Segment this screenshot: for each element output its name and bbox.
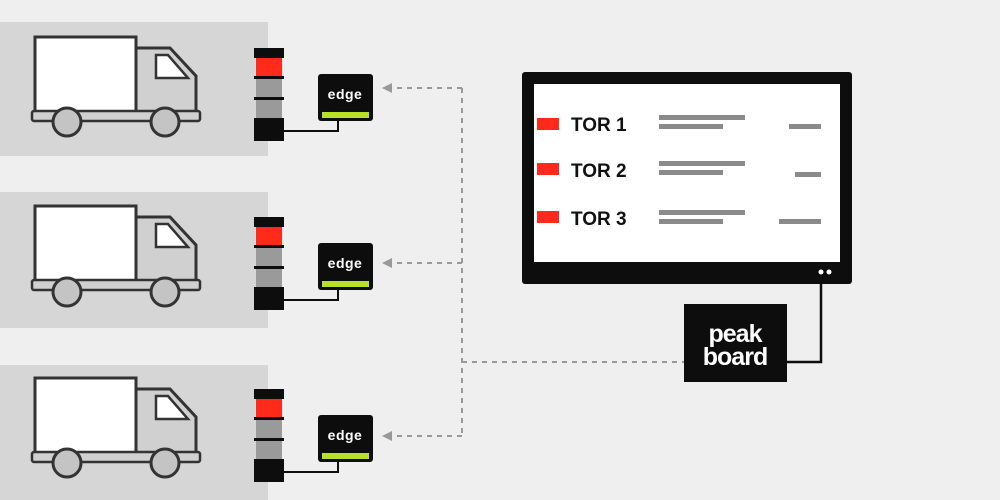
peakboard-logo-line1: peak bbox=[709, 320, 763, 348]
signal-tower-icon bbox=[254, 389, 339, 482]
dock-label: TOR 3 bbox=[571, 209, 627, 230]
dock-row-3: TOR 3 bbox=[537, 209, 821, 230]
bay-1: edge bbox=[0, 22, 373, 156]
placeholder-bar bbox=[789, 124, 821, 129]
monitor-cable bbox=[787, 284, 823, 364]
truck-icon bbox=[30, 376, 202, 479]
peakboard-logo-line2: board bbox=[703, 343, 767, 371]
arrowhead-icon bbox=[382, 258, 392, 268]
placeholder-bar bbox=[795, 172, 821, 177]
arrowhead-icon bbox=[382, 431, 392, 441]
placeholder-bar bbox=[659, 210, 745, 215]
dock-label: TOR 2 bbox=[571, 161, 627, 182]
placeholder-bar bbox=[659, 161, 745, 166]
peakboard-box-icon: peak board bbox=[684, 304, 787, 382]
status-indicator bbox=[537, 163, 559, 175]
truck-icon bbox=[30, 35, 202, 138]
status-indicator bbox=[537, 118, 559, 130]
monitor-icon: TOR 1 TOR 2 TOR 3 bbox=[522, 72, 852, 284]
placeholder-bar bbox=[659, 124, 723, 129]
placeholder-bar bbox=[659, 115, 745, 120]
dock-row-2: TOR 2 bbox=[537, 161, 821, 182]
edge-device-label: edge bbox=[328, 86, 363, 102]
dock-row-1: TOR 1 bbox=[537, 115, 821, 136]
arrowhead-icon bbox=[382, 83, 392, 93]
bay-2: edge bbox=[0, 192, 373, 328]
connector-arrowheads bbox=[382, 83, 392, 441]
network-connectors bbox=[392, 87, 684, 437]
signal-tower-icon bbox=[254, 48, 339, 141]
placeholder-bar bbox=[659, 219, 723, 224]
edge-device-label: edge bbox=[328, 255, 363, 271]
peakboard-box bbox=[684, 304, 787, 382]
truck-icon bbox=[30, 204, 202, 308]
status-indicator bbox=[537, 211, 559, 223]
bay-3: edge bbox=[0, 365, 373, 500]
edge-device-icon: edge bbox=[318, 415, 373, 462]
edge-device-label: edge bbox=[328, 427, 363, 443]
dock-label: TOR 1 bbox=[571, 115, 627, 136]
signal-tower-icon bbox=[254, 217, 339, 310]
edge-device-icon: edge bbox=[318, 74, 373, 121]
monitor-led-icon bbox=[818, 269, 824, 275]
edge-device-icon: edge bbox=[318, 243, 373, 290]
placeholder-bar bbox=[779, 219, 821, 224]
placeholder-bar bbox=[659, 170, 723, 175]
monitor-led-icon bbox=[826, 269, 832, 275]
